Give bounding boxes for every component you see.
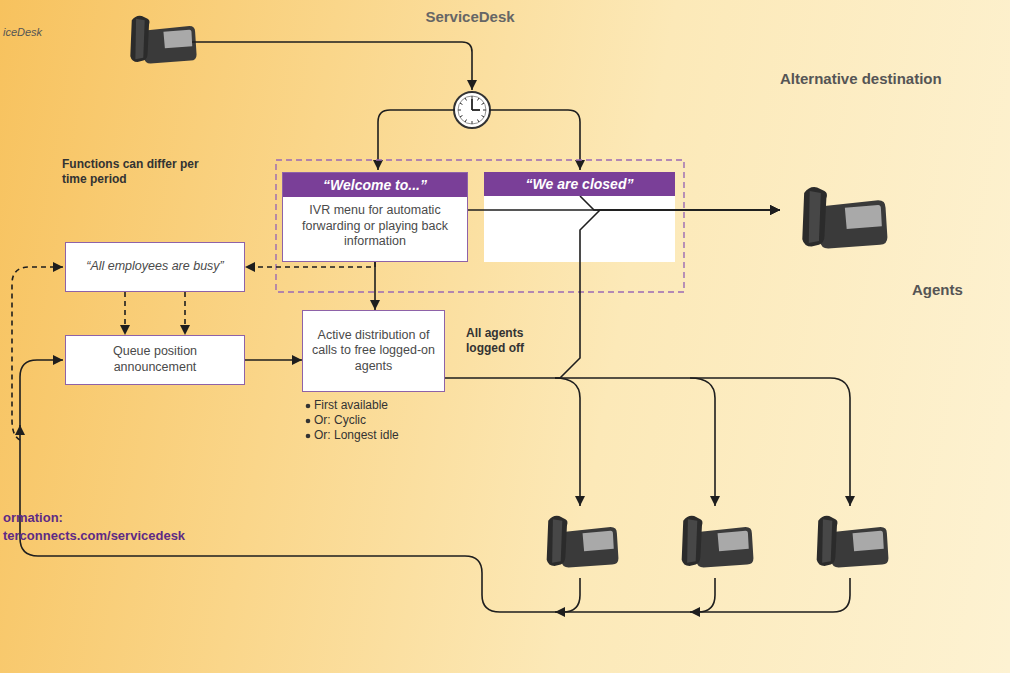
clock-symbol — [454, 92, 490, 128]
group-label: Agents — [912, 281, 1002, 298]
connector — [184, 292, 186, 335]
incoming-line — [192, 42, 472, 90]
cut-off-text: iceDesk — [3, 26, 93, 38]
connector — [245, 262, 375, 267]
box-text: IVR menu for automatic forwarding or pla… — [283, 197, 467, 256]
box-heading: “Welcome to...” — [283, 173, 467, 197]
agent-phone — [547, 516, 619, 568]
note-text: Functions can differ per time period — [62, 157, 212, 187]
phone-icon — [795, 180, 891, 254]
time-branch — [378, 110, 455, 170]
info-heading: ormation: — [3, 510, 203, 525]
time-period-frame — [276, 160, 684, 292]
box-text: Alternative destination — [780, 70, 1006, 87]
caller-phone — [130, 16, 196, 64]
distribution-lines — [555, 378, 850, 506]
box-text: Active distribution of calls to free log… — [309, 328, 438, 375]
connector — [580, 196, 780, 210]
box-text: “We are closed” — [484, 172, 675, 196]
option-item: First available — [314, 398, 444, 412]
bullet-dots — [306, 404, 311, 439]
edge-label: All agents logged off — [466, 326, 546, 356]
diagram-title: ServiceDesk — [400, 8, 540, 25]
ivr-box: “Welcome to...”IVR menu for automatic fo… — [282, 172, 468, 262]
info-link: terconnects.com/servicedesk — [3, 528, 243, 543]
destination-phone: Alternative destination — [780, 70, 1006, 255]
return-lines — [12, 267, 850, 612]
connector — [124, 292, 126, 335]
closed-box: “We are closed” — [484, 172, 675, 196]
option-item: Or: Longest idle — [314, 428, 444, 442]
connector — [245, 359, 302, 361]
box-text: Queue position announcement — [72, 344, 238, 375]
agent-phone — [817, 516, 889, 568]
connector — [374, 262, 376, 310]
distribution-box: Active distribution of calls to free log… — [302, 310, 445, 392]
option-item: Or: Cyclic — [314, 413, 444, 427]
queue-box: Queue position announcement — [65, 335, 245, 385]
connector — [445, 210, 780, 378]
busy-box: “All employees are busy” — [65, 242, 245, 292]
box-text: “All employees are busy” — [72, 259, 238, 275]
time-branch — [489, 110, 580, 170]
agent-phone — [682, 516, 754, 568]
